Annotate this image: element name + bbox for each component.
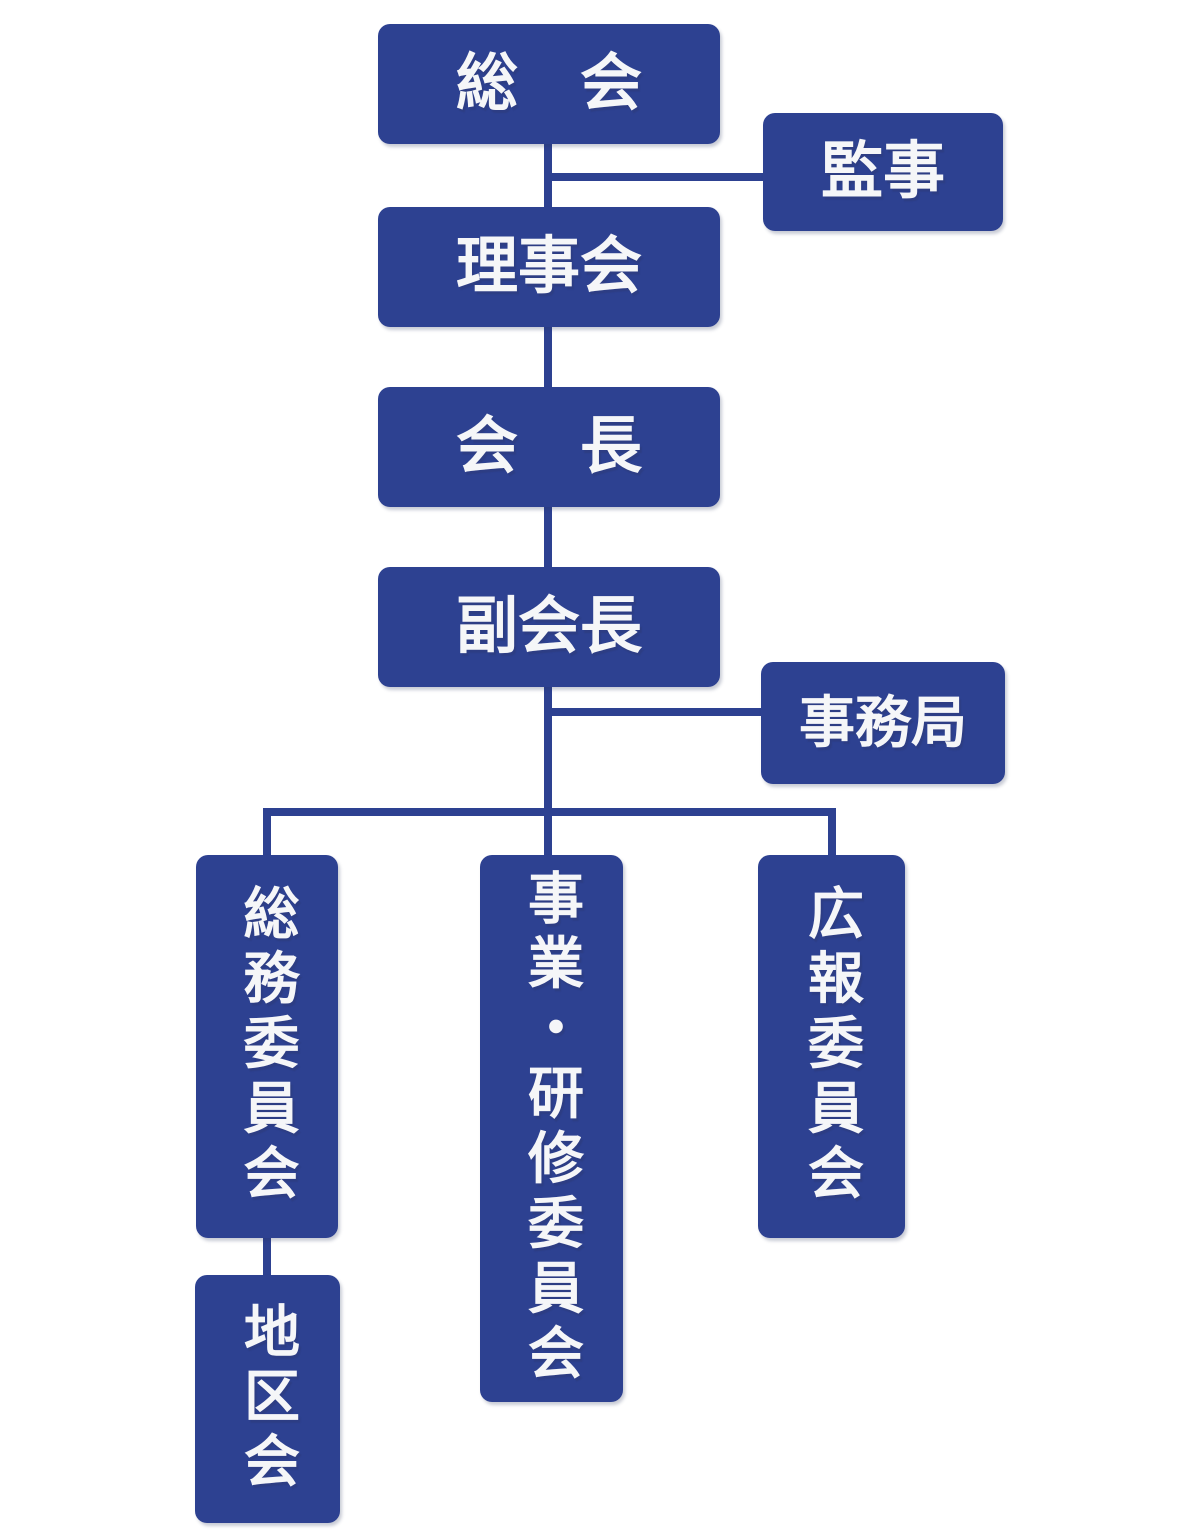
node-jimukyoku: 事務局 xyxy=(761,662,1005,784)
node-kouhou-iinkai-label: 広報委員会 xyxy=(800,884,864,1209)
node-chikukai-label: 地区会 xyxy=(236,1301,300,1497)
node-soumu-iinkai: 総務委員会 xyxy=(196,855,338,1238)
connector-to-jimukyoku xyxy=(548,708,766,716)
connector-drop-kouhou xyxy=(828,810,836,855)
connector-distribution-bar xyxy=(263,808,836,816)
connector-to-chikukai xyxy=(263,1238,271,1275)
node-jigyou-kenshuu-iinkai: 事業・研修委員会 xyxy=(480,855,623,1402)
node-kaichou: 会 長 xyxy=(378,387,720,507)
node-rijikai: 理事会 xyxy=(378,207,720,327)
connector-drop-soumu xyxy=(263,810,271,855)
node-kanji: 監事 xyxy=(763,113,1003,231)
node-jimukyoku-label: 事務局 xyxy=(799,691,967,754)
node-rijikai-label: 理事会 xyxy=(455,232,642,301)
node-jigyou-kenshuu-iinkai-label: 事業・研修委員会 xyxy=(520,868,584,1389)
node-soumu-iinkai-label: 総務委員会 xyxy=(236,884,299,1209)
connector-to-kanji xyxy=(548,173,768,181)
node-fukukaichou: 副会長 xyxy=(378,567,720,687)
node-chikukai: 地区会 xyxy=(195,1275,340,1523)
node-kaichou-label: 会 長 xyxy=(455,412,642,481)
node-soukai: 総 会 xyxy=(378,24,720,144)
node-kouhou-iinkai: 広報委員会 xyxy=(758,855,905,1238)
node-soukai-label: 総 会 xyxy=(455,49,642,118)
node-fukukaichou-label: 副会長 xyxy=(455,592,642,661)
node-kanji-label: 監事 xyxy=(820,137,945,206)
